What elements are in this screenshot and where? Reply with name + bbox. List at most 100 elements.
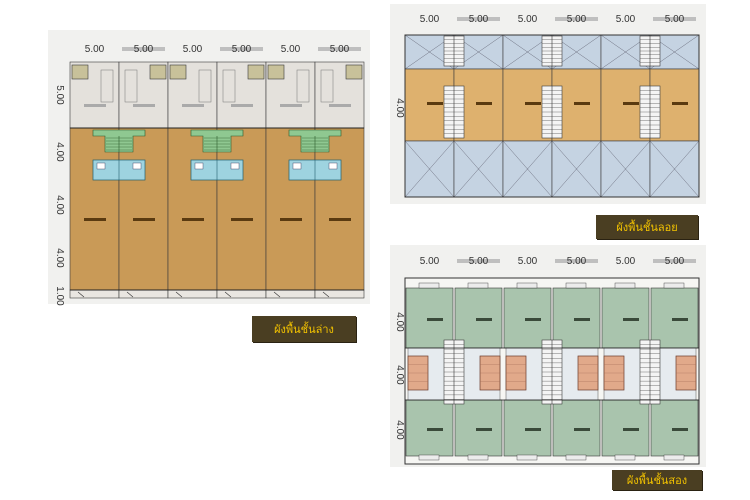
ground-hatch — [175, 291, 183, 298]
second-floor-label: ผังพื้นชั้นสอง — [612, 470, 702, 490]
ground-garden — [345, 64, 363, 80]
second-dim-bar — [457, 259, 500, 263]
second-window-rear — [467, 454, 489, 461]
mezz-void-cross — [453, 140, 504, 198]
second-bedroom-tag — [476, 318, 492, 321]
ground-car-tag — [231, 104, 253, 107]
ground-garden — [71, 64, 89, 80]
mezz-void-cross — [649, 140, 700, 198]
mezz-dim-label: 5.00 — [518, 14, 538, 25]
ground-car-outline — [198, 69, 212, 103]
second-window-front — [663, 282, 685, 289]
second-bedroom-tag — [574, 428, 590, 431]
ground-dim-bar — [220, 47, 263, 51]
mezz-dim-label: 5.00 — [665, 14, 685, 25]
second-bedroom-tag — [476, 428, 492, 431]
second-bedroom-tag — [427, 428, 443, 431]
ground-dim-label: 5.00 — [281, 44, 301, 55]
mezz-dim-bar — [457, 17, 500, 21]
second-bedroom-tag — [623, 318, 639, 321]
ground-car-outline — [296, 69, 310, 103]
second-window-front — [516, 282, 538, 289]
mezz-floor-tag — [427, 102, 443, 105]
mezz-dim-bar — [653, 17, 696, 21]
ground-shop-area — [69, 127, 120, 291]
mezz-void-cross — [404, 140, 455, 198]
ground-car-outline — [124, 69, 138, 103]
ground-shop-tag — [280, 218, 302, 221]
ground-dim-bar — [122, 47, 165, 51]
second-dim-label: 5.00 — [616, 256, 636, 267]
second-window-front — [467, 282, 489, 289]
ground-floor-label: ผังพื้นชั้นล่าง — [252, 316, 356, 342]
mezz-dim-label: 5.00 — [567, 14, 587, 25]
ground-hatch — [224, 291, 232, 298]
second-dim-bar — [653, 259, 696, 263]
ground-shop-area — [216, 127, 267, 291]
ground-hatch — [273, 291, 281, 298]
mezz-floor-tag — [476, 102, 492, 105]
second-dim-label: 5.00 — [469, 256, 489, 267]
mezz-floor-tag — [525, 102, 541, 105]
ground-garden — [149, 64, 167, 80]
ground-shop-tag — [329, 218, 351, 221]
second-window-front — [418, 282, 440, 289]
ground-toilet — [194, 162, 204, 170]
ground-car-outline — [222, 69, 236, 103]
ground-car-outline — [100, 69, 114, 103]
mezz-floor-tag — [672, 102, 688, 105]
ground-dim-label: 5.00 — [134, 44, 154, 55]
second-bedroom-tag — [525, 428, 541, 431]
second-window-front — [614, 282, 636, 289]
mezz-dim-label: 5.00 — [420, 14, 440, 25]
ground-car-tag — [280, 104, 302, 107]
ground-car-tag — [182, 104, 204, 107]
ground-shop-area — [314, 127, 365, 291]
second-window-front — [565, 282, 587, 289]
ground-shop-tag — [231, 218, 253, 221]
ground-shop-area — [167, 127, 218, 291]
ground-car-tag — [133, 104, 155, 107]
mezz-void-cross — [551, 140, 602, 198]
second-dim-label: 5.00 — [518, 256, 538, 267]
second-window-rear — [418, 454, 440, 461]
second-side-dim: 4.00 — [394, 312, 405, 332]
second-dim-label: 5.00 — [567, 256, 587, 267]
ground-hatch — [322, 291, 330, 298]
second-side-dim: 4.00 — [394, 365, 405, 385]
ground-dim-bar — [318, 47, 361, 51]
mezz-outline — [404, 34, 700, 198]
ground-dim-label: 5.00 — [330, 44, 350, 55]
ground-toilet — [230, 162, 240, 170]
mezz-dim-label: 5.00 — [616, 14, 636, 25]
ground-side-dim: 4.00 — [54, 248, 65, 268]
second-dim-label: 5.00 — [665, 256, 685, 267]
mezz-dim-bar — [555, 17, 598, 21]
ground-toilet — [132, 162, 142, 170]
mezz-dim-label: 5.00 — [469, 14, 489, 25]
ground-garden — [169, 64, 187, 80]
ground-car-outline — [320, 69, 334, 103]
mezzanine-floor-label: ผังพื้นชั้นลอย — [596, 215, 698, 239]
second-dim-bar — [555, 259, 598, 263]
second-window-rear — [565, 454, 587, 461]
ground-dim-label: 5.00 — [183, 44, 203, 55]
ground-dim-label: 5.00 — [85, 44, 105, 55]
mezz-side-dim: 4.00 — [394, 98, 405, 118]
second-window-rear — [663, 454, 685, 461]
second-window-rear — [614, 454, 636, 461]
second-bedroom-tag — [672, 318, 688, 321]
ground-garden — [247, 64, 265, 80]
ground-side-dim: 5.00 — [54, 85, 65, 105]
ground-shop-area — [265, 127, 316, 291]
second-bedroom-tag — [672, 428, 688, 431]
ground-side-dim: 1.00 — [54, 286, 65, 306]
ground-hatch — [77, 291, 85, 298]
ground-side-dim: 4.00 — [54, 142, 65, 162]
ground-side-dim: 4.00 — [54, 195, 65, 215]
ground-car-tag — [329, 104, 351, 107]
second-bedroom-tag — [525, 318, 541, 321]
ground-shop-tag — [133, 218, 155, 221]
